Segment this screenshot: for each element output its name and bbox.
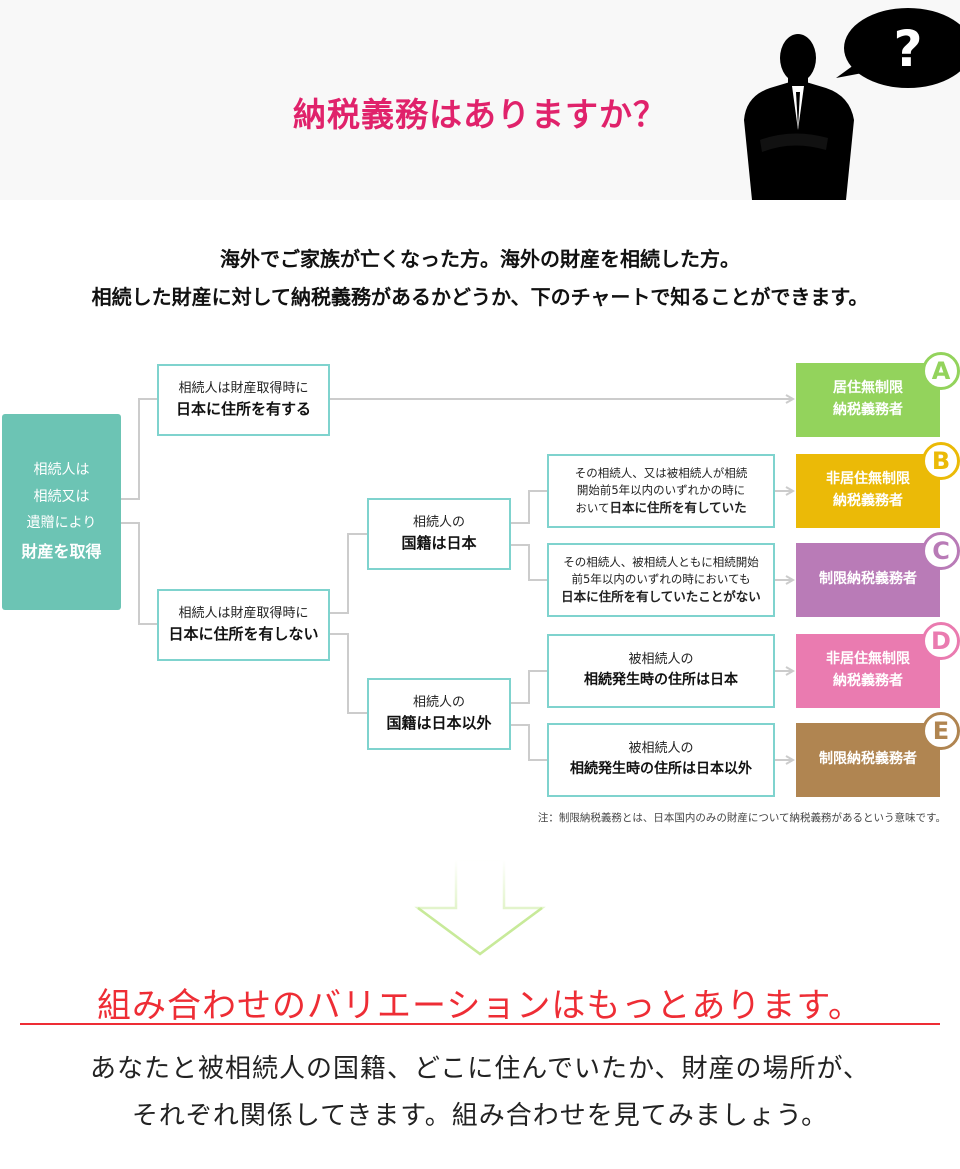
- result-a-line-1: 居住無制限: [833, 380, 903, 397]
- condition-1-line-3a: おいて: [575, 500, 610, 515]
- result-d-line-2: 納税義務者: [833, 673, 903, 689]
- question-nationality-foreign: 相続人の 国籍は日本以外: [367, 678, 511, 750]
- question-nonresident-line-2: 日本に住所を有しない: [168, 624, 319, 643]
- start-line-2: 相続又は: [33, 488, 90, 505]
- condition-lived-in-japan: その相続人、又は被相続人が相続 開始前5年以内のいずれかの時に おいて日本に住所…: [547, 454, 775, 528]
- question-resident-line-1: 相続人は財産取得時に: [178, 380, 309, 396]
- result-b: 非居住無制限 納税義務者: [796, 454, 940, 528]
- badge-c: C: [922, 532, 960, 570]
- start-line-4: 財産を取得: [21, 541, 102, 561]
- start-node: 相続人は 相続又は 遺贈により 財産を取得: [2, 414, 121, 610]
- nationality-japan-line-2: 国籍は日本: [401, 533, 477, 552]
- condition-3-line-1: 被相続人の: [628, 652, 694, 668]
- variations-title: 組み合わせのバリエーションはもっとあります。: [97, 986, 863, 1026]
- result-d: 非居住無制限 納税義務者: [796, 634, 940, 708]
- down-arrow-icon: [414, 860, 546, 956]
- condition-1-line-2: 開始前5年以内のいずれかの時に: [576, 482, 746, 497]
- badge-e: E: [922, 712, 960, 750]
- variations-text-line-1: あなたと被相続人の国籍、どこに住んでいたか、財産の場所が、: [90, 1054, 870, 1084]
- condition-1-line-1: その相続人、又は被相続人が相続: [574, 466, 748, 481]
- question-nonresident-line-1: 相続人は財産取得時に: [178, 605, 309, 621]
- condition-2-line-2: 前5年以内のいずれの時においても: [571, 571, 751, 586]
- title-underline: [20, 1023, 940, 1025]
- badge-d: D: [922, 622, 960, 660]
- start-line-3: 遺贈により: [26, 515, 97, 532]
- question-resident-line-2: 日本に住所を有する: [175, 399, 311, 418]
- condition-decedent-foreign: 被相続人の 相続発生時の住所は日本以外: [547, 723, 775, 797]
- header-banner: 納税義務はありますか？ ?: [0, 0, 960, 200]
- result-a-line-2: 納税義務者: [833, 402, 903, 418]
- result-b-line-1: 非居住無制限: [826, 471, 910, 488]
- result-b-line-2: 納税義務者: [833, 493, 903, 509]
- variations-text-line-2: それぞれ関係してきます。組み合わせを見てみましょう。: [131, 1101, 829, 1131]
- condition-2-line-3: 日本に住所を有していたことがない: [561, 588, 761, 604]
- nationality-japan-line-1: 相続人の: [412, 514, 465, 530]
- condition-1-line-3b: 日本に住所を有していた: [609, 499, 747, 515]
- result-d-line-1: 非居住無制限: [826, 651, 910, 668]
- result-c: 制限納税義務者: [796, 543, 940, 617]
- condition-4-line-1: 被相続人の: [628, 741, 694, 757]
- condition-decedent-japan: 被相続人の 相続発生時の住所は日本: [547, 634, 775, 708]
- badge-b: B: [922, 442, 960, 480]
- question-nonresident: 相続人は財産取得時に 日本に住所を有しない: [157, 589, 330, 661]
- condition-never-lived-in-japan: その相続人、被相続人ともに相続開始 前5年以内のいずれの時においても 日本に住所…: [547, 543, 775, 617]
- nationality-foreign-line-2: 国籍は日本以外: [386, 713, 492, 732]
- badge-a: A: [922, 352, 960, 390]
- page-title: 納税義務はありますか？: [293, 95, 667, 134]
- result-a: 居住無制限 納税義務者: [796, 363, 940, 437]
- result-e: 制限納税義務者: [796, 723, 940, 797]
- condition-3-line-2: 相続発生時の住所は日本: [584, 672, 738, 689]
- start-line-1: 相続人は: [33, 461, 90, 478]
- question-nationality-japan: 相続人の 国籍は日本: [367, 498, 511, 570]
- result-e-line-1: 制限納税義務者: [819, 751, 917, 768]
- condition-4-line-2: 相続発生時の住所は日本以外: [570, 761, 752, 778]
- intro-line-1: 海外でご家族が亡くなった方。海外の財産を相続した方。: [220, 247, 740, 271]
- intro-line-2: 相続した財産に対して納税義務があるかどうか、下のチャートで知ることができます。: [91, 285, 869, 309]
- question-mark: ?: [893, 20, 922, 78]
- footnote: 注：制限納税義務とは、日本国内のみの財産について納税義務があるという意味です。: [537, 812, 946, 824]
- question-resident: 相続人は財産取得時に 日本に住所を有する: [157, 364, 330, 436]
- condition-2-line-1: その相続人、被相続人ともに相続開始: [563, 555, 759, 570]
- result-c-line-1: 制限納税義務者: [819, 571, 917, 588]
- nationality-foreign-line-1: 相続人の: [412, 694, 465, 710]
- businessman-question-icon: ?: [744, 8, 960, 200]
